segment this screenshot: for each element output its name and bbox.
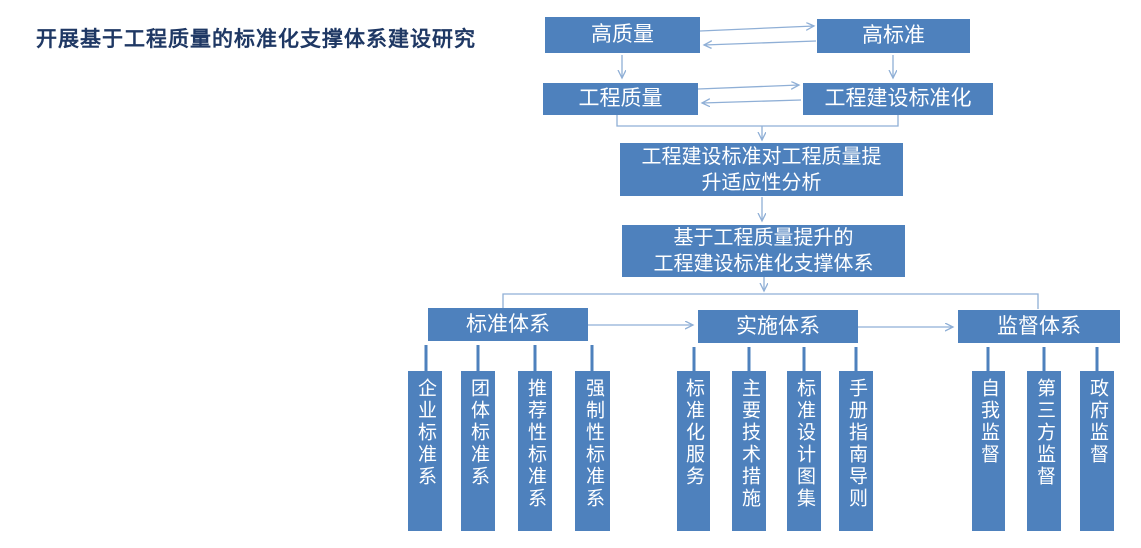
node-project-quality: 工程质量 xyxy=(543,83,698,115)
node-government-supervision: 政府监督 xyxy=(1080,371,1114,531)
node-high-standard: 高标准 xyxy=(817,19,970,53)
node-recommended-standards: 推荐性标准系 xyxy=(518,371,552,531)
node-high-quality: 高质量 xyxy=(545,17,700,53)
node-enterprise-standards: 企业标准系 xyxy=(408,371,442,531)
node-standard-design-atlas: 标准设计图集 xyxy=(787,371,821,531)
node-standardization-service: 标准化服务 xyxy=(677,371,710,531)
node-implementation-system: 实施体系 xyxy=(698,310,858,343)
node-third-party-supervision: 第三方监督 xyxy=(1027,371,1061,531)
node-construction-standardization: 工程建设标准化 xyxy=(803,83,993,115)
node-group-standards: 团体标准系 xyxy=(461,371,495,531)
node-self-supervision: 自我监督 xyxy=(972,371,1005,531)
node-standard-system: 标准体系 xyxy=(428,308,588,341)
diagram-title: 开展基于工程质量的标准化支撑体系建设研究 xyxy=(36,28,476,51)
node-main-technical-measures: 主要技术措施 xyxy=(732,371,766,531)
node-mandatory-standards: 强制性标准系 xyxy=(575,371,610,531)
node-support-system: 基于工程质量提升的 工程建设标准化支撑体系 xyxy=(622,225,905,277)
node-adaptability-analysis: 工程建设标准对工程质量提 升适应性分析 xyxy=(620,143,903,196)
node-handbook-guidelines: 手册指南导则 xyxy=(839,371,873,531)
node-supervision-system: 监督体系 xyxy=(958,310,1120,343)
